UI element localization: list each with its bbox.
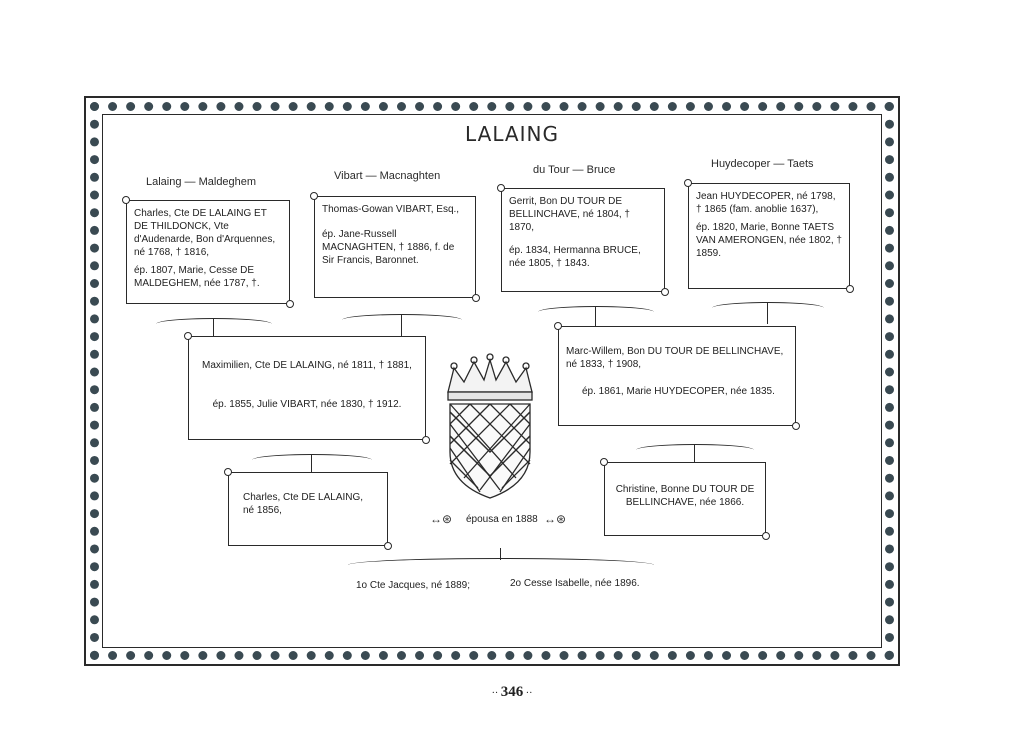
family-heading-lalaing-maldeghem: Lalaing — Maldeghem bbox=[146, 176, 257, 188]
coat-of-arms-icon bbox=[447, 353, 533, 499]
jean-huydecoper-line2: ép. 1820, Marie, Bonne TAETS VAN AMERONG… bbox=[696, 222, 842, 259]
page-title: LALAING bbox=[465, 122, 559, 146]
page-frame-outer bbox=[84, 96, 900, 666]
vibart-line1: Thomas-Gowan VIBART, Esq., bbox=[322, 204, 460, 215]
charles-1856-line1: Charles, Cte DE LALAING, né 1856, bbox=[243, 492, 364, 516]
box-maximilien: Maximilien, Cte DE LALAING, né 1811, † 1… bbox=[184, 332, 430, 444]
box-marc-willem: Marc-Willem, Bon DU TOUR DE BELLINCHAVE,… bbox=[554, 322, 800, 430]
brace-children bbox=[348, 558, 654, 572]
box-jean-huydecoper: Jean HUYDECOPER, né 1798, † 1865 (fam. a… bbox=[684, 179, 854, 293]
box-gerrit: Gerrit, Bon DU TOUR DE BELLINCHAVE, né 1… bbox=[497, 184, 669, 296]
page-number: ·· 346 ·· bbox=[0, 684, 1024, 701]
gerrit-line1: Gerrit, Bon DU TOUR DE BELLINCHAVE, né 1… bbox=[509, 196, 630, 233]
marc-willem-line1: Marc-Willem, Bon DU TOUR DE BELLINCHAVE,… bbox=[566, 346, 784, 370]
christine-line1: Christine, Bonne DU TOUR DE BELLINCHAVE,… bbox=[615, 484, 755, 508]
ornament-left-icon: ↔⊛ bbox=[430, 512, 453, 526]
box-charles-thildonck: Charles, Cte DE LALAING ET DE THILDONCK,… bbox=[122, 196, 294, 308]
charles-thildonck-line2: ép. 1807, Marie, Cesse DE MALDEGHEM, née… bbox=[134, 265, 260, 289]
page-number-value: 346 bbox=[500, 684, 524, 700]
brace-stem bbox=[595, 306, 597, 326]
marc-willem-line2: ép. 1861, Marie HUYDECOPER, née 1835. bbox=[582, 386, 775, 397]
jean-huydecoper-line1: Jean HUYDECOPER, né 1798, † 1865 (fam. a… bbox=[696, 191, 836, 215]
maximilien-line1: Maximilien, Cte DE LALAING, né 1811, † 1… bbox=[202, 360, 412, 371]
page-number-dash-left-icon: ·· bbox=[491, 688, 501, 699]
brace-stem bbox=[401, 314, 403, 340]
brace-stem bbox=[500, 548, 502, 560]
ornamental-border bbox=[90, 102, 894, 660]
page-frame-inner bbox=[102, 114, 882, 648]
brace-stem bbox=[213, 318, 215, 340]
brace-stem bbox=[311, 454, 313, 472]
box-christine: Christine, Bonne DU TOUR DE BELLINCHAVE,… bbox=[600, 458, 770, 540]
ornament-right-icon: ↔⊛ bbox=[544, 512, 567, 526]
box-vibart: Thomas-Gowan VIBART, Esq., ép. Jane-Russ… bbox=[310, 192, 480, 302]
child-second: 2o Cesse Isabelle, née 1896. bbox=[510, 578, 640, 589]
gerrit-line2: ép. 1834, Hermanna BRUCE, née 1805, † 18… bbox=[509, 245, 641, 269]
box-charles-1856: Charles, Cte DE LALAING, né 1856, bbox=[224, 468, 392, 550]
family-heading-du-tour-bruce: du Tour — Bruce bbox=[533, 164, 616, 176]
brace-stem bbox=[767, 302, 769, 324]
maximilien-line2: ép. 1855, Julie VIBART, née 1830, † 1912… bbox=[212, 399, 402, 410]
vibart-line2: ép. Jane-Russell MACNAGHTEN, † 1886, f. … bbox=[322, 229, 455, 266]
family-heading-huydecoper-taets: Huydecoper — Taets bbox=[711, 158, 814, 170]
charles-thildonck-line1: Charles, Cte DE LALAING ET DE THILDONCK,… bbox=[134, 208, 276, 258]
child-first: 1o Cte Jacques, né 1889; bbox=[356, 580, 470, 591]
family-heading-vibart-macnaghten: Vibart — Macnaghten bbox=[334, 170, 441, 182]
brace-stem bbox=[694, 444, 696, 462]
marriage-note: épousa en 1888 bbox=[466, 514, 538, 525]
page-number-dash-right-icon: ·· bbox=[523, 688, 533, 699]
